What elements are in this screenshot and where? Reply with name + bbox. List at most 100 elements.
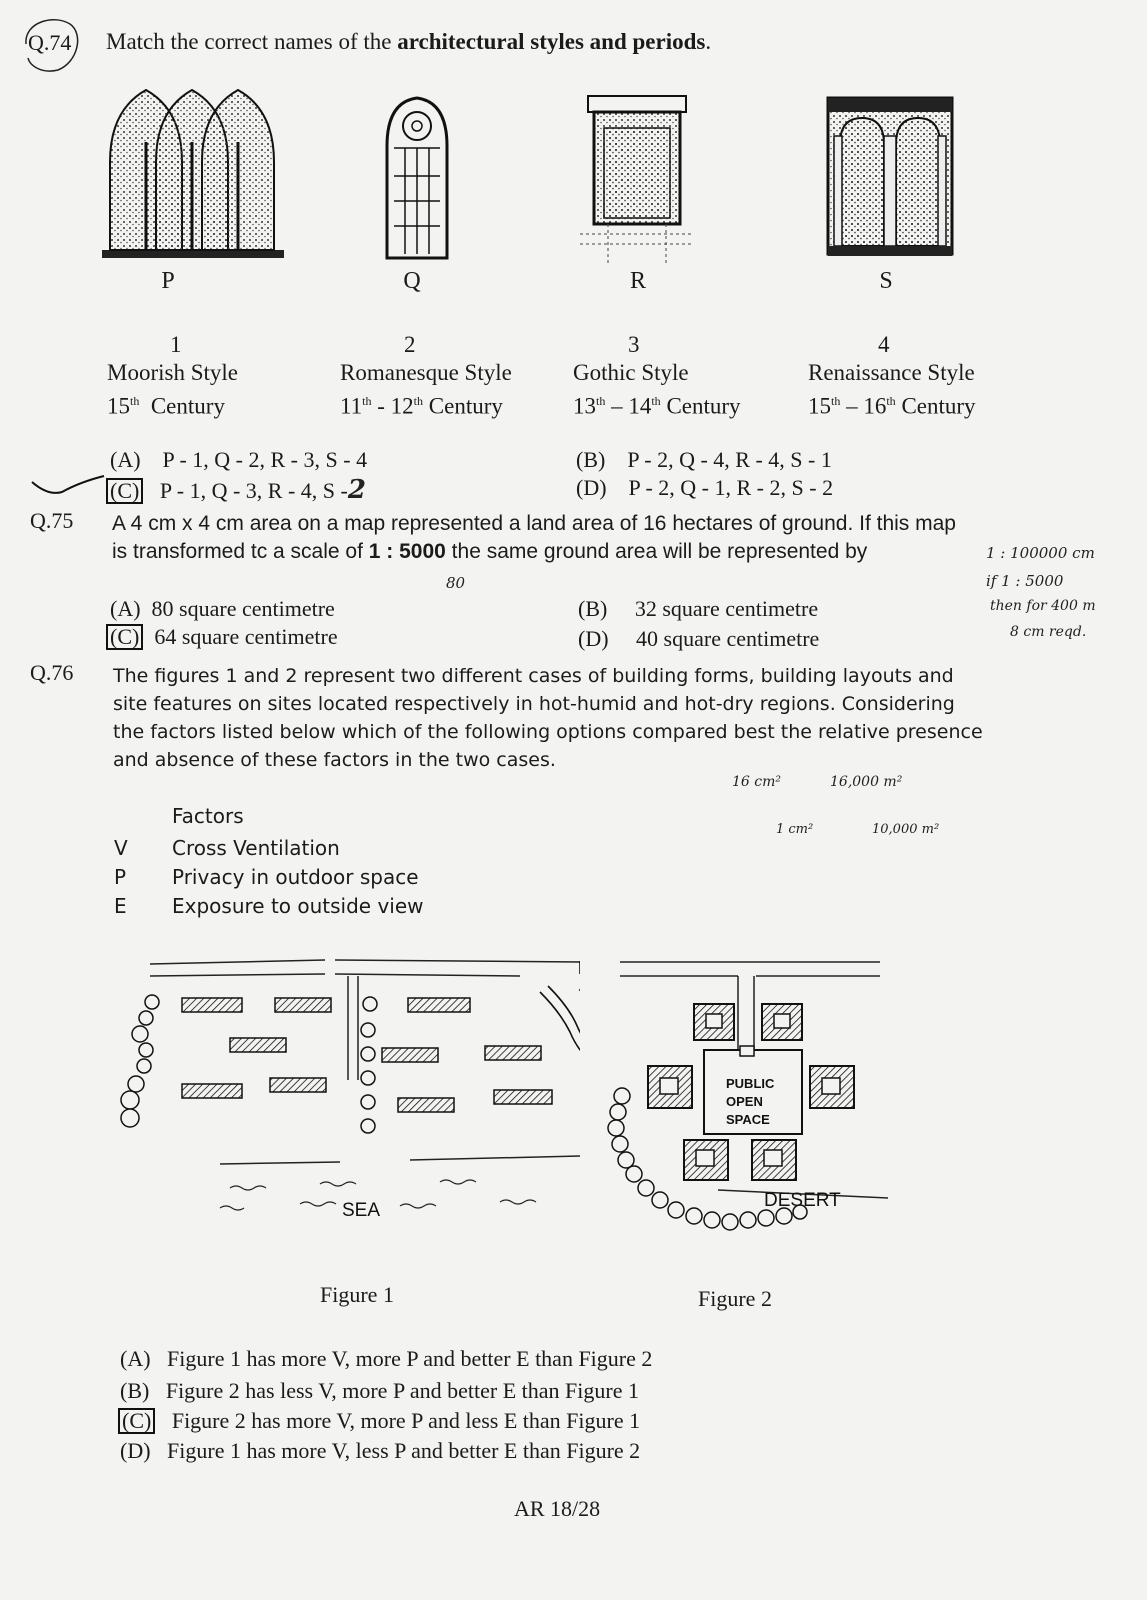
figure-2-site-plan: PUBLIC OPEN SPACE DESERT (607, 961, 889, 1231)
figure-1-caption: Figure 1 (320, 1282, 394, 1307)
open-space-label-line1: PUBLIC (726, 1076, 775, 1091)
superscript: th (413, 394, 424, 408)
option-label: (B) (120, 1378, 150, 1403)
style-period: 15th Century (107, 387, 238, 421)
style-name: Romanesque Style (340, 360, 512, 385)
arch-image-r (580, 95, 694, 264)
option-text: Figure 1 has more V, more P and better E… (167, 1346, 653, 1371)
option-label: (B) (578, 596, 608, 621)
page-footer: AR 18/28 (514, 1496, 601, 1521)
option-label: (A) (120, 1346, 151, 1371)
q75-option-d[interactable]: (D) 40 square centimetre (578, 626, 819, 652)
option-label: (D) (578, 626, 609, 651)
q76-line: and absence of these factors in the two … (113, 749, 556, 771)
option-label-selected: (C) (106, 624, 144, 650)
q74-text-post: . (705, 29, 712, 54)
sea-label: SEA (342, 1200, 380, 1221)
option-text: P - 1, Q - 2, R - 3, S - 4 (162, 447, 368, 472)
scratch-note: 16,000 m² (830, 774, 903, 790)
option-text: 80 square centimetre (151, 596, 335, 621)
q75-option-c[interactable]: (C) 64 square centimetre (106, 624, 338, 650)
margin-note-1: 1 : 100000 cm (986, 544, 1095, 562)
style-name: Moorish Style (107, 360, 238, 385)
q76-option-b[interactable]: (B) Figure 2 has less V, more P and bett… (120, 1378, 639, 1404)
q74-option-b[interactable]: (B) P - 2, Q - 4, R - 4, S - 1 (576, 447, 832, 473)
q76-option-c[interactable]: (C) Figure 2 has more V, more P and less… (118, 1408, 640, 1434)
question-number-q75: Q.75 (30, 508, 74, 533)
open-space-label-line3: SPACE (726, 1112, 770, 1127)
image-label-s: S (879, 268, 893, 294)
margin-note-2: if 1 : 5000 (986, 572, 1064, 590)
style-period: 11th - 12th Century (340, 393, 503, 419)
century-end: 12 (390, 393, 414, 419)
figure-1-site-plan: SEA N (120, 958, 580, 1221)
option-label: (A) (110, 596, 141, 621)
option-text: Figure 2 has more V, more P and less E t… (171, 1408, 641, 1433)
option-text: 40 square centimetre (636, 626, 820, 651)
option-label-selected: (C) (118, 1408, 156, 1434)
q74-option-a[interactable]: (A) P - 1, Q - 2, R - 3, S - 4 (110, 447, 367, 473)
century-start: 13 (573, 393, 596, 419)
option-text: Figure 2 has less V, more P and better E… (165, 1378, 639, 1403)
factor-key: E (114, 894, 127, 918)
q76-option-d[interactable]: (D) Figure 1 has more V, less P and bett… (120, 1438, 640, 1464)
factor-text: Cross Ventilation (172, 836, 340, 860)
option-text: Figure 1 has more V, less P and better E… (167, 1438, 641, 1463)
q76-option-a[interactable]: (A) Figure 1 has more V, more P and bett… (120, 1346, 652, 1372)
scratch-note: 1 cm² (776, 822, 814, 837)
q74-text-pre: Match the correct names of the (106, 29, 398, 54)
style-name: Renaissance Style (808, 360, 975, 385)
option-text: P - 1, Q - 3, R - 4, S - (159, 478, 348, 503)
north-label: N (578, 958, 580, 978)
q74-text-bold: architectural styles and periods (397, 29, 706, 54)
superscript: th (651, 394, 661, 408)
century-word: Century (428, 393, 503, 419)
superscript: th (362, 394, 372, 408)
arch-image-q (385, 96, 449, 260)
q75-line1: A 4 cm x 4 cm area on a map represented … (112, 512, 956, 535)
century-start: 15 (107, 393, 130, 419)
style-number-3: 3 (628, 332, 640, 357)
image-label-q: Q (403, 268, 421, 294)
superscript: th (596, 394, 606, 408)
superscript: th (130, 394, 140, 408)
factor-key: V (114, 836, 128, 860)
q75-option-a[interactable]: (A) 80 square centimetre (110, 596, 335, 622)
style-moorish: Moorish Style 15th Century (107, 358, 238, 421)
checkmark-annotation (31, 475, 105, 494)
image-label-p: P (161, 268, 175, 294)
open-space-label-line2: OPEN (726, 1094, 763, 1109)
circle-annotation (25, 19, 79, 72)
option-label: (B) (576, 447, 606, 472)
century-end: 16 (863, 393, 887, 419)
image-label-r: R (629, 268, 646, 294)
q74-option-c[interactable]: (C) P - 1, Q - 3, R - 4, S -2 (106, 475, 366, 505)
factor-text: Exposure to outside view (172, 894, 424, 918)
factor-row: V Cross Ventilation (114, 834, 424, 863)
q74-option-d[interactable]: (D) P - 2, Q - 1, R - 2, S - 2 (576, 475, 833, 501)
option-text: 64 square centimetre (154, 624, 338, 649)
factors-title: Factors (172, 804, 244, 828)
q76-line: The figures 1 and 2 represent two differ… (113, 665, 954, 687)
q75-option-b[interactable]: (B) 32 square centimetre (578, 596, 818, 622)
century-start: 15 (808, 393, 831, 419)
scratch-note: 16 cm² (732, 774, 781, 790)
option-label: (A) (110, 447, 141, 472)
factor-row: E Exposure to outside view (114, 892, 424, 921)
style-number-1: 1 (170, 332, 182, 357)
century-start: 11 (340, 393, 363, 419)
q74-stem: Match the correct names of the architect… (106, 28, 711, 56)
style-period: 15th – 16th Century (808, 393, 976, 419)
arch-image-p (102, 88, 284, 258)
style-number-4: 4 (878, 332, 890, 357)
desert-label: DESERT (764, 1190, 841, 1211)
option-text: P - 2, Q - 1, R - 2, S - 2 (628, 475, 834, 500)
style-name: Gothic Style (573, 360, 689, 385)
factor-key: P (114, 865, 127, 889)
option-label: (D) (120, 1438, 151, 1463)
margin-note-3: then for 400 m (990, 598, 1096, 614)
scratch-note: 10,000 m² (872, 822, 940, 837)
superscript: th (831, 394, 841, 408)
